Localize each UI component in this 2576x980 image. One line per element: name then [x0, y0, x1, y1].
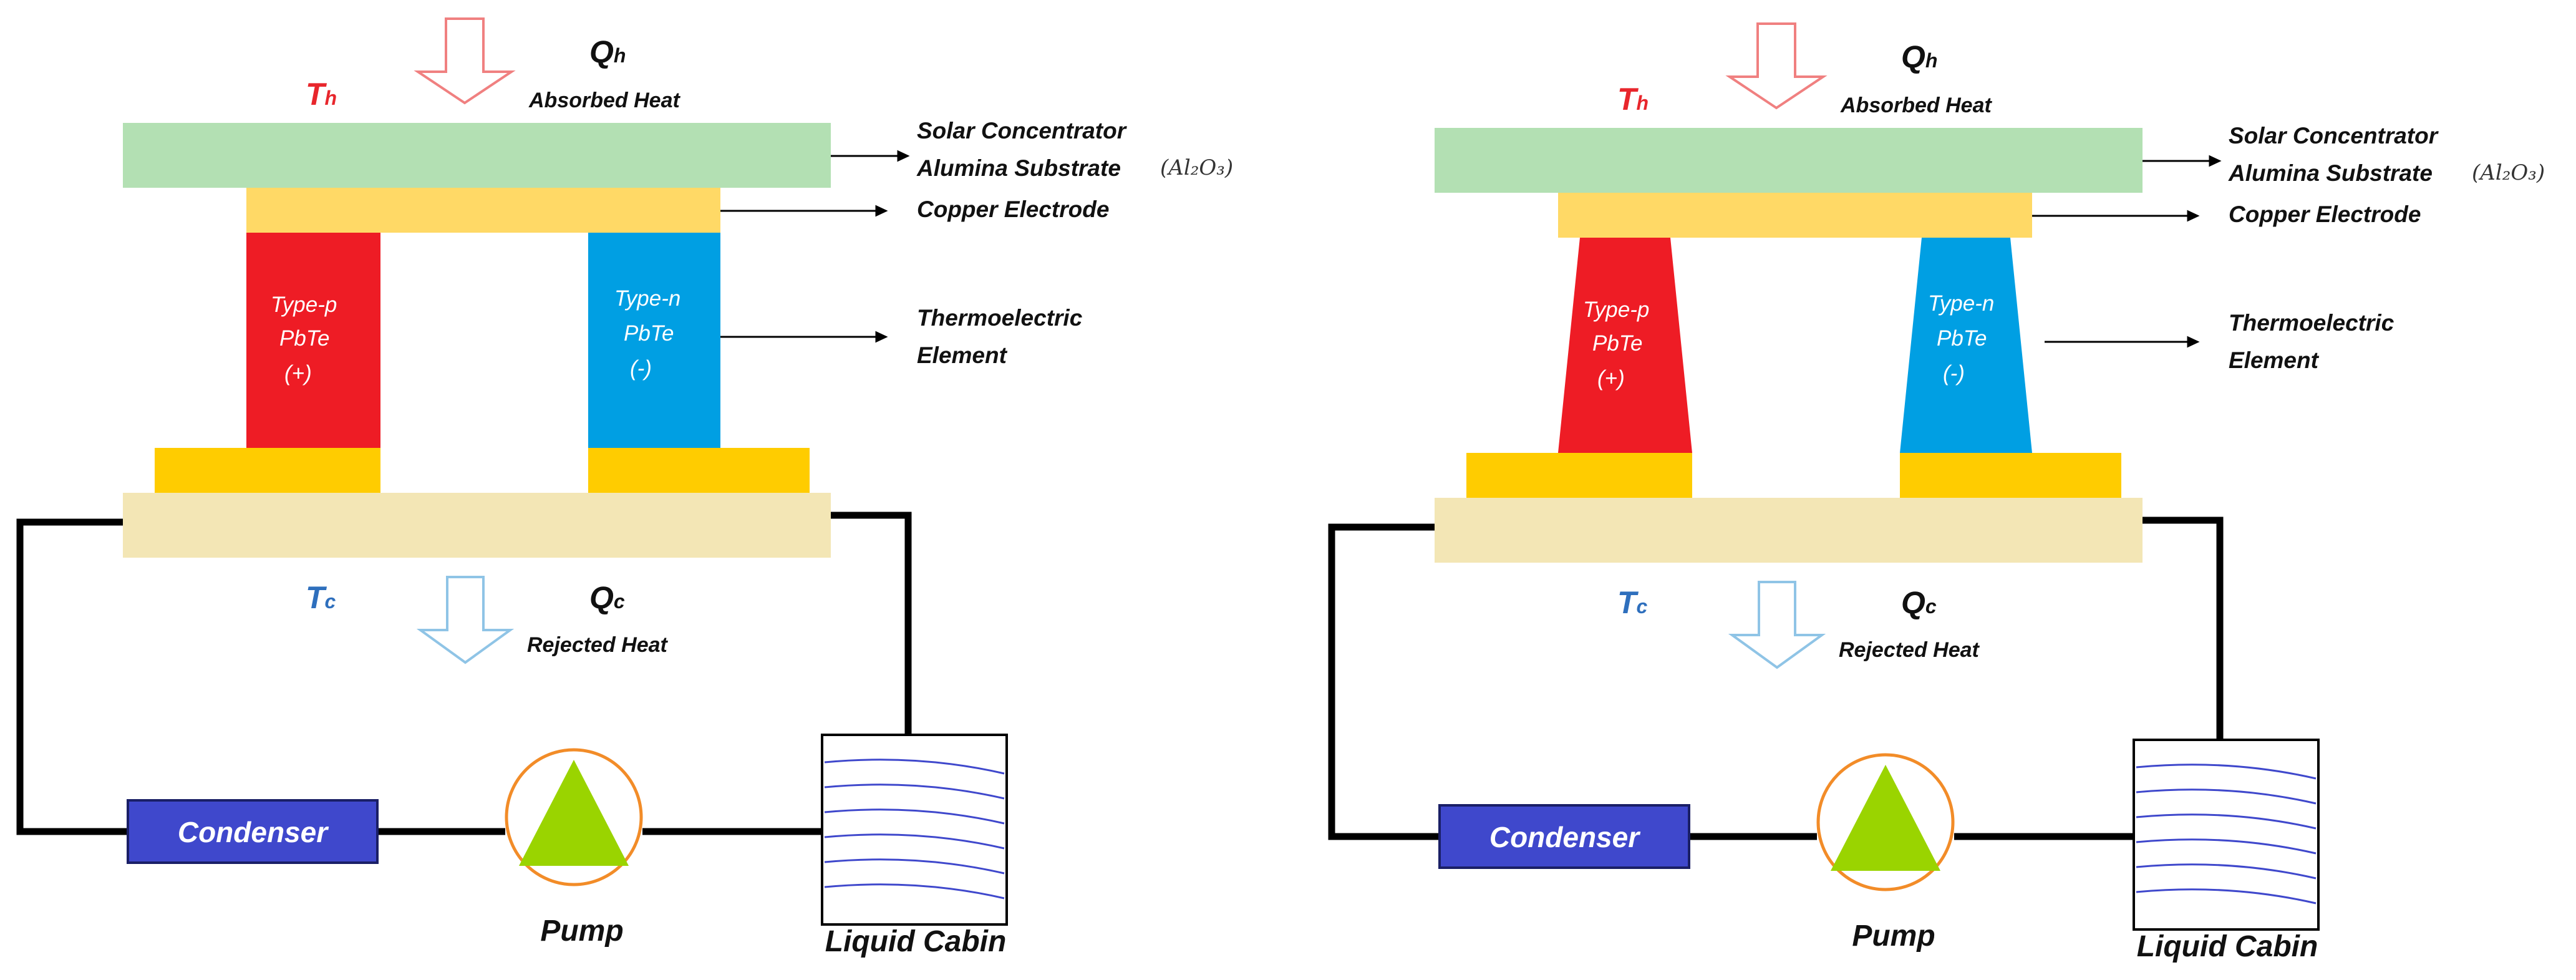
p-type-line3: (+)	[284, 361, 312, 386]
condenser	[1438, 804, 1690, 869]
svg-text:Tc: Tc	[1617, 585, 1648, 620]
cold-substrate-plate	[123, 493, 831, 558]
t-cold-sub: c	[325, 590, 336, 613]
q-cold-sub: c	[1925, 595, 1937, 618]
al2o3-formula: (Al₂O₃)	[1160, 155, 1233, 180]
n-type-leg	[1900, 238, 2032, 453]
svg-text:Qh: Qh	[589, 34, 626, 69]
n-type-line2: PbTe	[1937, 326, 1987, 351]
cold-substrate-plate	[1435, 498, 2143, 563]
thermoelectric-label-line1: Thermoelectric	[2229, 310, 2394, 336]
p-type-line1: Type-p	[271, 293, 337, 317]
thermoelectric-label-line2: Element	[917, 342, 1008, 368]
thermoelectric-label-line1: Thermoelectric	[917, 305, 1083, 331]
p-type-leg	[246, 233, 380, 448]
n-type-line3: (-)	[1943, 361, 1965, 386]
t-cold-label: T	[306, 580, 327, 615]
absorbed-heat-arrow-icon	[414, 17, 516, 105]
rejected-heat-arrow-icon	[1728, 581, 1826, 669]
absorbed-heat-label: Absorbed Heat	[1840, 94, 1992, 117]
q-cold-label: Q	[589, 580, 614, 615]
n-type-line2: PbTe	[624, 321, 674, 346]
absorbed-heat-arrow-icon	[1725, 22, 1828, 110]
p-type-line1: Type-p	[1583, 298, 1649, 322]
cold-electrode-right	[588, 448, 810, 493]
svg-text:Th: Th	[306, 77, 337, 112]
rejected-heat-label: Rejected Heat	[1839, 638, 1980, 662]
condenser	[127, 799, 379, 864]
liquid-cabin-label: Liquid Cabin	[825, 925, 1007, 958]
liquid-cabin	[821, 734, 1008, 926]
alumina-substrate-label: Alumina Substrate	[916, 155, 1121, 181]
liquid-cabin-coils-icon	[824, 759, 1005, 900]
svg-text:Qh: Qh	[1901, 39, 1937, 74]
liquid-cabin-label: Liquid Cabin	[2137, 930, 2318, 963]
svg-text:Tc: Tc	[306, 580, 336, 615]
q-hot-label: Q	[1901, 39, 1925, 74]
svg-text:Qc: Qc	[589, 580, 625, 615]
cold-electrode-left	[155, 448, 380, 493]
solar-concentrator-plate	[1435, 128, 2143, 193]
p-type-line2: PbTe	[279, 326, 329, 351]
copper-electrode-top	[1558, 193, 2032, 238]
solar-concentrator-plate	[123, 123, 831, 188]
panel-trapezoidal-legs: Qh Absorbed Heat Th Solar Concentrator A…	[1328, 22, 2545, 963]
n-type-line1: Type-n	[614, 286, 680, 311]
condenser-label: Condenser	[178, 816, 329, 848]
cold-electrode-left	[1466, 453, 1692, 498]
pump-label: Pump	[1852, 919, 1935, 953]
alumina-substrate-label: Alumina Substrate	[2228, 160, 2433, 186]
n-type-leg	[588, 233, 720, 448]
svg-text:Th: Th	[1617, 82, 1649, 117]
t-cold-label: T	[1617, 585, 1639, 620]
pump-triangle-icon	[1831, 765, 1940, 871]
pump-label: Pump	[540, 915, 623, 948]
n-type-line1: Type-n	[1928, 291, 1994, 316]
absorbed-heat-label: Absorbed Heat	[528, 89, 680, 112]
t-hot-label: T	[306, 77, 327, 112]
cold-electrode-right	[1900, 453, 2121, 498]
coolant-pipe	[16, 512, 912, 835]
copper-electrode-label: Copper Electrode	[2229, 201, 2421, 227]
p-type-line2: PbTe	[1592, 331, 1642, 356]
rejected-heat-arrow-icon	[416, 576, 515, 664]
p-type-leg	[1558, 238, 1692, 453]
solar-concentrator-label: Solar Concentrator	[917, 118, 1128, 143]
t-hot-label: T	[1617, 82, 1639, 117]
t-cold-sub: c	[1637, 595, 1648, 618]
solar-concentrator-label: Solar Concentrator	[2229, 123, 2439, 148]
coolant-pipe	[1328, 517, 2224, 840]
q-hot-sub: h	[1925, 49, 1938, 72]
leader-lines	[720, 150, 910, 343]
n-type-line3: (-)	[630, 356, 652, 381]
rejected-heat-label: Rejected Heat	[527, 633, 669, 657]
q-hot-sub: h	[614, 44, 626, 67]
p-type-line3: (+)	[1597, 366, 1625, 391]
q-cold-sub: c	[614, 590, 625, 613]
q-hot-label: Q	[589, 34, 614, 69]
copper-electrode-label: Copper Electrode	[917, 196, 1109, 222]
al2o3-formula: (Al₂O₃)	[2472, 160, 2545, 185]
leader-lines	[2032, 155, 2222, 348]
liquid-cabin	[2133, 739, 2320, 931]
t-hot-sub: h	[1637, 92, 1649, 114]
q-cold-label: Q	[1901, 585, 1925, 620]
t-hot-sub: h	[325, 87, 337, 109]
liquid-cabin-coils-icon	[2136, 764, 2317, 905]
panel-rectangular-legs: Qh Absorbed Heat Th Solar Concentrator A…	[16, 17, 1233, 958]
pump-triangle-icon	[519, 760, 629, 866]
condenser-label: Condenser	[1489, 821, 1640, 853]
thermoelectric-label-line2: Element	[2229, 347, 2320, 373]
copper-electrode-top	[246, 188, 720, 233]
svg-text:Qc: Qc	[1901, 585, 1937, 620]
